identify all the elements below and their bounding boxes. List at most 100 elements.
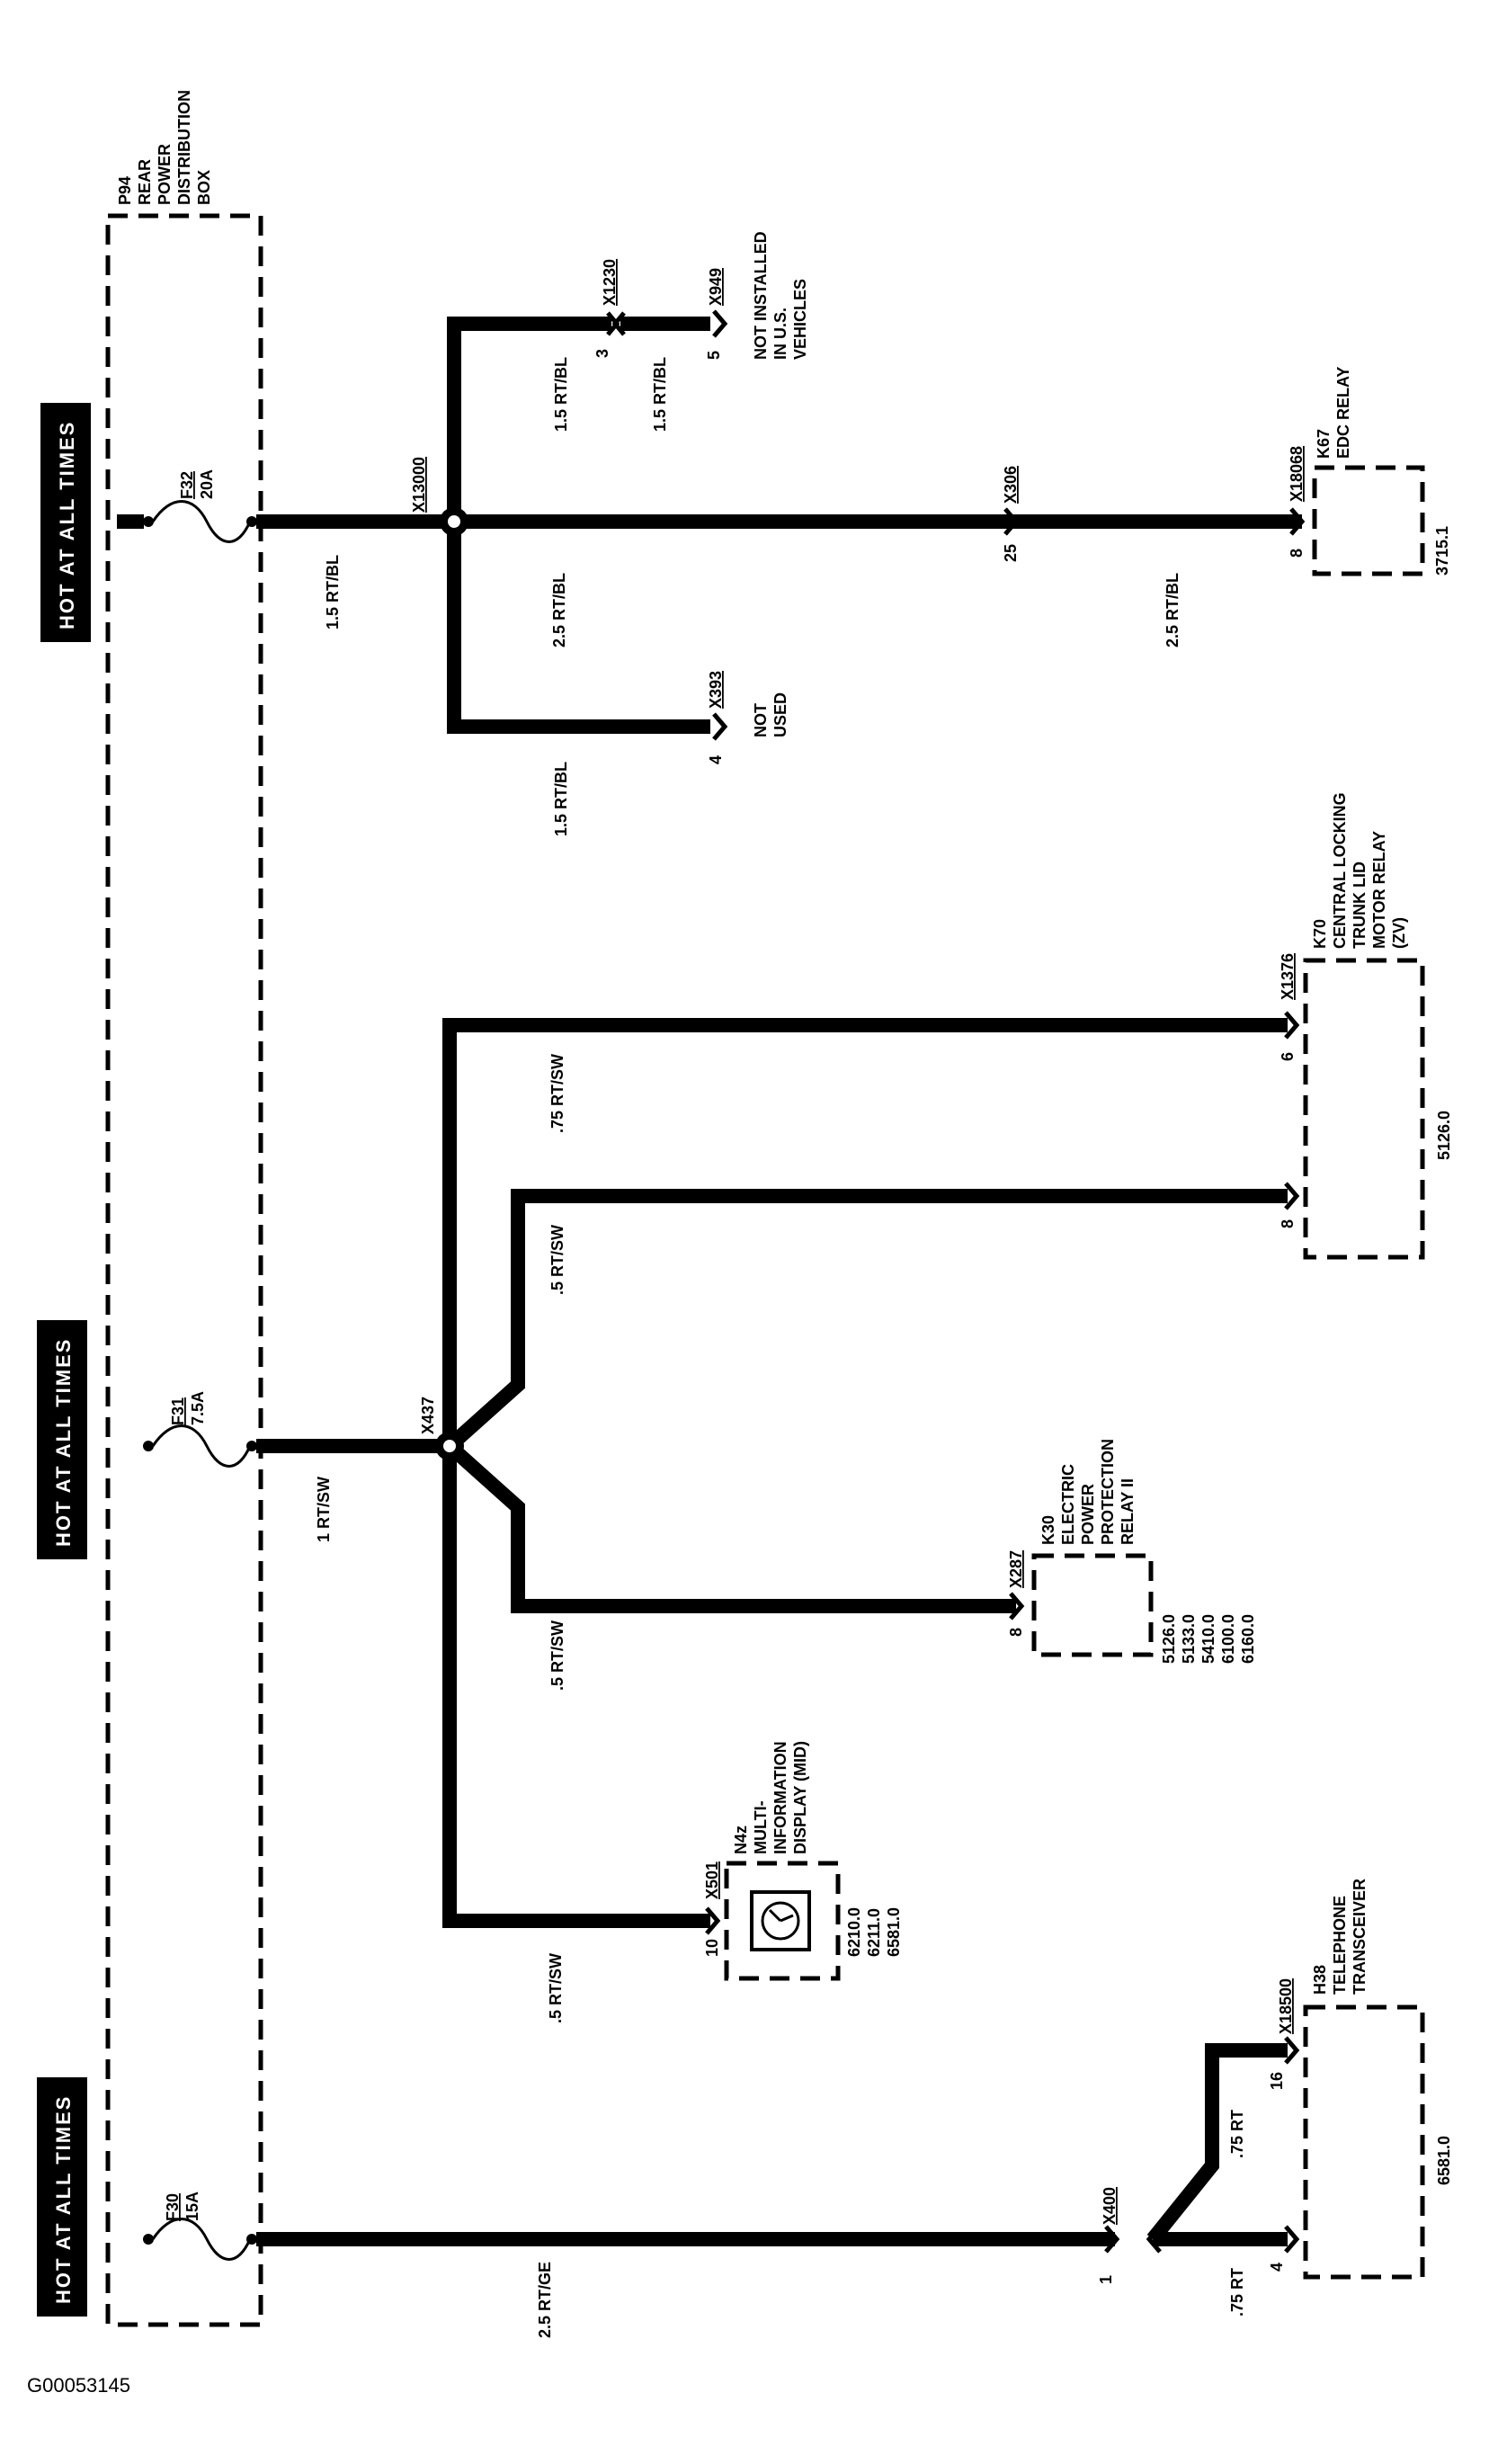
svg-text:25: 25 xyxy=(1002,544,1020,562)
svg-text:2.5 RT/GE: 2.5 RT/GE xyxy=(536,2262,554,2338)
svg-text:DISTRIBUTION: DISTRIBUTION xyxy=(175,90,193,205)
svg-text:5133.0: 5133.0 xyxy=(1180,1614,1198,1664)
svg-text:PROTECTION: PROTECTION xyxy=(1099,1439,1117,1545)
power-distribution-box-outline xyxy=(105,213,263,2327)
svg-text:.75 RT/SW: .75 RT/SW xyxy=(548,1054,566,1133)
svg-text:F31: F31 xyxy=(169,1397,187,1425)
svg-text:TRUNK LID: TRUNK LID xyxy=(1351,862,1369,949)
svg-text:.5 RT/SW: .5 RT/SW xyxy=(548,1620,566,1691)
svg-text:POWER: POWER xyxy=(1079,1484,1097,1545)
svg-text:X18068: X18068 xyxy=(1288,446,1306,502)
svg-text:4: 4 xyxy=(707,755,725,764)
svg-text:6160.0: 6160.0 xyxy=(1239,1614,1257,1664)
svg-text:X287: X287 xyxy=(1007,1550,1025,1588)
display-icon xyxy=(750,1890,811,1951)
svg-text:VEHICLES: VEHICLES xyxy=(791,279,809,360)
svg-text:X437: X437 xyxy=(419,1397,437,1434)
svg-text:1.5 RT/BL: 1.5 RT/BL xyxy=(651,357,669,432)
fuse-f32: F32 20A xyxy=(117,469,257,543)
svg-text:H38: H38 xyxy=(1311,1965,1329,1995)
header-hot-at-all-times-2: HOT AT ALL TIMES xyxy=(37,1320,87,1559)
svg-text:MULTI-: MULTI- xyxy=(752,1800,770,1854)
svg-text:X1230: X1230 xyxy=(601,259,619,306)
svg-text:1: 1 xyxy=(1097,2275,1115,2284)
svg-text:F32: F32 xyxy=(178,471,196,499)
svg-text:X13000: X13000 xyxy=(410,457,428,513)
header-hot-at-all-times-1: HOT AT ALL TIMES xyxy=(40,403,91,642)
fuse-f30: F30 15A xyxy=(143,2192,257,2261)
n4z-multi-information-display: N4z MULTI- INFORMATION DISPLAY (MID) 621… xyxy=(724,1741,903,1981)
svg-text:6581.0: 6581.0 xyxy=(1435,2136,1453,2185)
circuit-f31-labels: X437 1 RT/SW .75 RT/SW .5 RT/SW .5 RT/SW… xyxy=(315,953,1297,2023)
svg-text:POWER: POWER xyxy=(156,144,174,205)
svg-text:5126.0: 5126.0 xyxy=(1435,1111,1453,1160)
svg-text:16: 16 xyxy=(1268,2072,1286,2090)
svg-text:7.5A: 7.5A xyxy=(189,1391,207,1425)
svg-text:1.5 RT/BL: 1.5 RT/BL xyxy=(552,357,570,432)
fuse-f31: F31 7.5A xyxy=(143,1391,257,1468)
svg-text:TELEPHONE: TELEPHONE xyxy=(1331,1896,1349,1995)
svg-text:(ZV): (ZV) xyxy=(1390,917,1408,949)
svg-text:6581.0: 6581.0 xyxy=(885,1907,903,1957)
svg-text:K70: K70 xyxy=(1311,919,1329,949)
svg-text:15A: 15A xyxy=(183,2192,201,2221)
k67-edc-relay: K67 EDC RELAY 3715.1 xyxy=(1312,367,1451,576)
svg-text:MOTOR RELAY: MOTOR RELAY xyxy=(1370,831,1388,949)
svg-text:X501: X501 xyxy=(703,1861,721,1899)
svg-text:X306: X306 xyxy=(1002,466,1020,504)
svg-text:X1376: X1376 xyxy=(1279,953,1297,1000)
svg-text:1 RT/SW: 1 RT/SW xyxy=(315,1477,333,1542)
svg-text:8: 8 xyxy=(1288,549,1306,558)
svg-text:BOX: BOX xyxy=(195,170,213,205)
svg-text:RELAY II: RELAY II xyxy=(1119,1478,1137,1545)
svg-text:HOT AT ALL TIMES: HOT AT ALL TIMES xyxy=(52,1338,75,1547)
svg-text:REAR: REAR xyxy=(136,159,154,205)
svg-text:DISPLAY (MID): DISPLAY (MID) xyxy=(791,1741,809,1854)
svg-text:5126.0: 5126.0 xyxy=(1160,1614,1178,1664)
svg-text:1.5 RT/BL: 1.5 RT/BL xyxy=(324,555,342,629)
svg-text:10: 10 xyxy=(703,1939,721,1957)
svg-text:8: 8 xyxy=(1279,1219,1297,1228)
svg-text:IN U.S.: IN U.S. xyxy=(771,308,789,360)
svg-text:8: 8 xyxy=(1007,1628,1025,1637)
k70-central-locking-relay: K70 CENTRAL LOCKING TRUNK LID MOTOR RELA… xyxy=(1303,792,1453,1260)
power-box-label: P94 REAR POWER DISTRIBUTION BOX xyxy=(116,90,213,205)
circuit-f30-wires xyxy=(256,2036,1300,2254)
svg-text:ELECTRIC: ELECTRIC xyxy=(1059,1464,1077,1545)
svg-text:P94: P94 xyxy=(116,176,134,205)
svg-text:EDC RELAY: EDC RELAY xyxy=(1334,367,1352,459)
svg-text:5: 5 xyxy=(705,351,723,360)
terminals-circuit-f32 xyxy=(606,309,1306,741)
circuit-f32-wires xyxy=(256,317,1302,734)
svg-text:.75 RT: .75 RT xyxy=(1228,2110,1246,2158)
svg-text:USED: USED xyxy=(771,692,789,737)
svg-text:2.5 RT/BL: 2.5 RT/BL xyxy=(1164,573,1181,647)
svg-text:X393: X393 xyxy=(707,671,725,709)
svg-text:6100.0: 6100.0 xyxy=(1219,1614,1237,1664)
svg-text:X400: X400 xyxy=(1101,2187,1119,2225)
circuit-f31-wires xyxy=(256,1018,1288,1928)
svg-text:X949: X949 xyxy=(707,268,725,306)
svg-text:NOT: NOT xyxy=(752,703,770,737)
svg-text:1.5 RT/BL: 1.5 RT/BL xyxy=(552,762,570,836)
svg-text:5410.0: 5410.0 xyxy=(1199,1614,1217,1664)
svg-text:.5 RT/SW: .5 RT/SW xyxy=(548,1225,566,1295)
svg-text:K67: K67 xyxy=(1315,429,1333,459)
svg-text:2.5 RT/BL: 2.5 RT/BL xyxy=(550,573,568,647)
k30-electric-power-protection-relay: K30 ELECTRIC POWER PROTECTION RELAY II 5… xyxy=(1031,1439,1257,1664)
svg-text:6210.0: 6210.0 xyxy=(845,1907,863,1957)
svg-text:HOT AT ALL TIMES: HOT AT ALL TIMES xyxy=(52,2095,75,2304)
svg-text:.5 RT/SW: .5 RT/SW xyxy=(547,1953,565,2023)
circuit-f32-labels: X13000 1.5 RT/BL 1.5 RT/BL 1.5 RT/BL 2.5… xyxy=(324,231,1306,836)
svg-text:4: 4 xyxy=(1268,2263,1286,2272)
svg-text:CENTRAL LOCKING: CENTRAL LOCKING xyxy=(1331,792,1349,949)
svg-text:X18500: X18500 xyxy=(1277,1978,1295,2034)
svg-text:INFORMATION: INFORMATION xyxy=(771,1741,789,1854)
svg-text:HOT AT ALL TIMES: HOT AT ALL TIMES xyxy=(56,421,78,629)
svg-text:NOT INSTALLED: NOT INSTALLED xyxy=(752,231,770,360)
svg-text:F30: F30 xyxy=(164,2193,182,2221)
svg-text:6211.0: 6211.0 xyxy=(865,1908,883,1957)
circuit-f30-labels: 2.5 RT/GE X400 1 .75 RT 16 X18500 .75 RT… xyxy=(536,1978,1295,2338)
svg-text:3: 3 xyxy=(593,349,611,358)
